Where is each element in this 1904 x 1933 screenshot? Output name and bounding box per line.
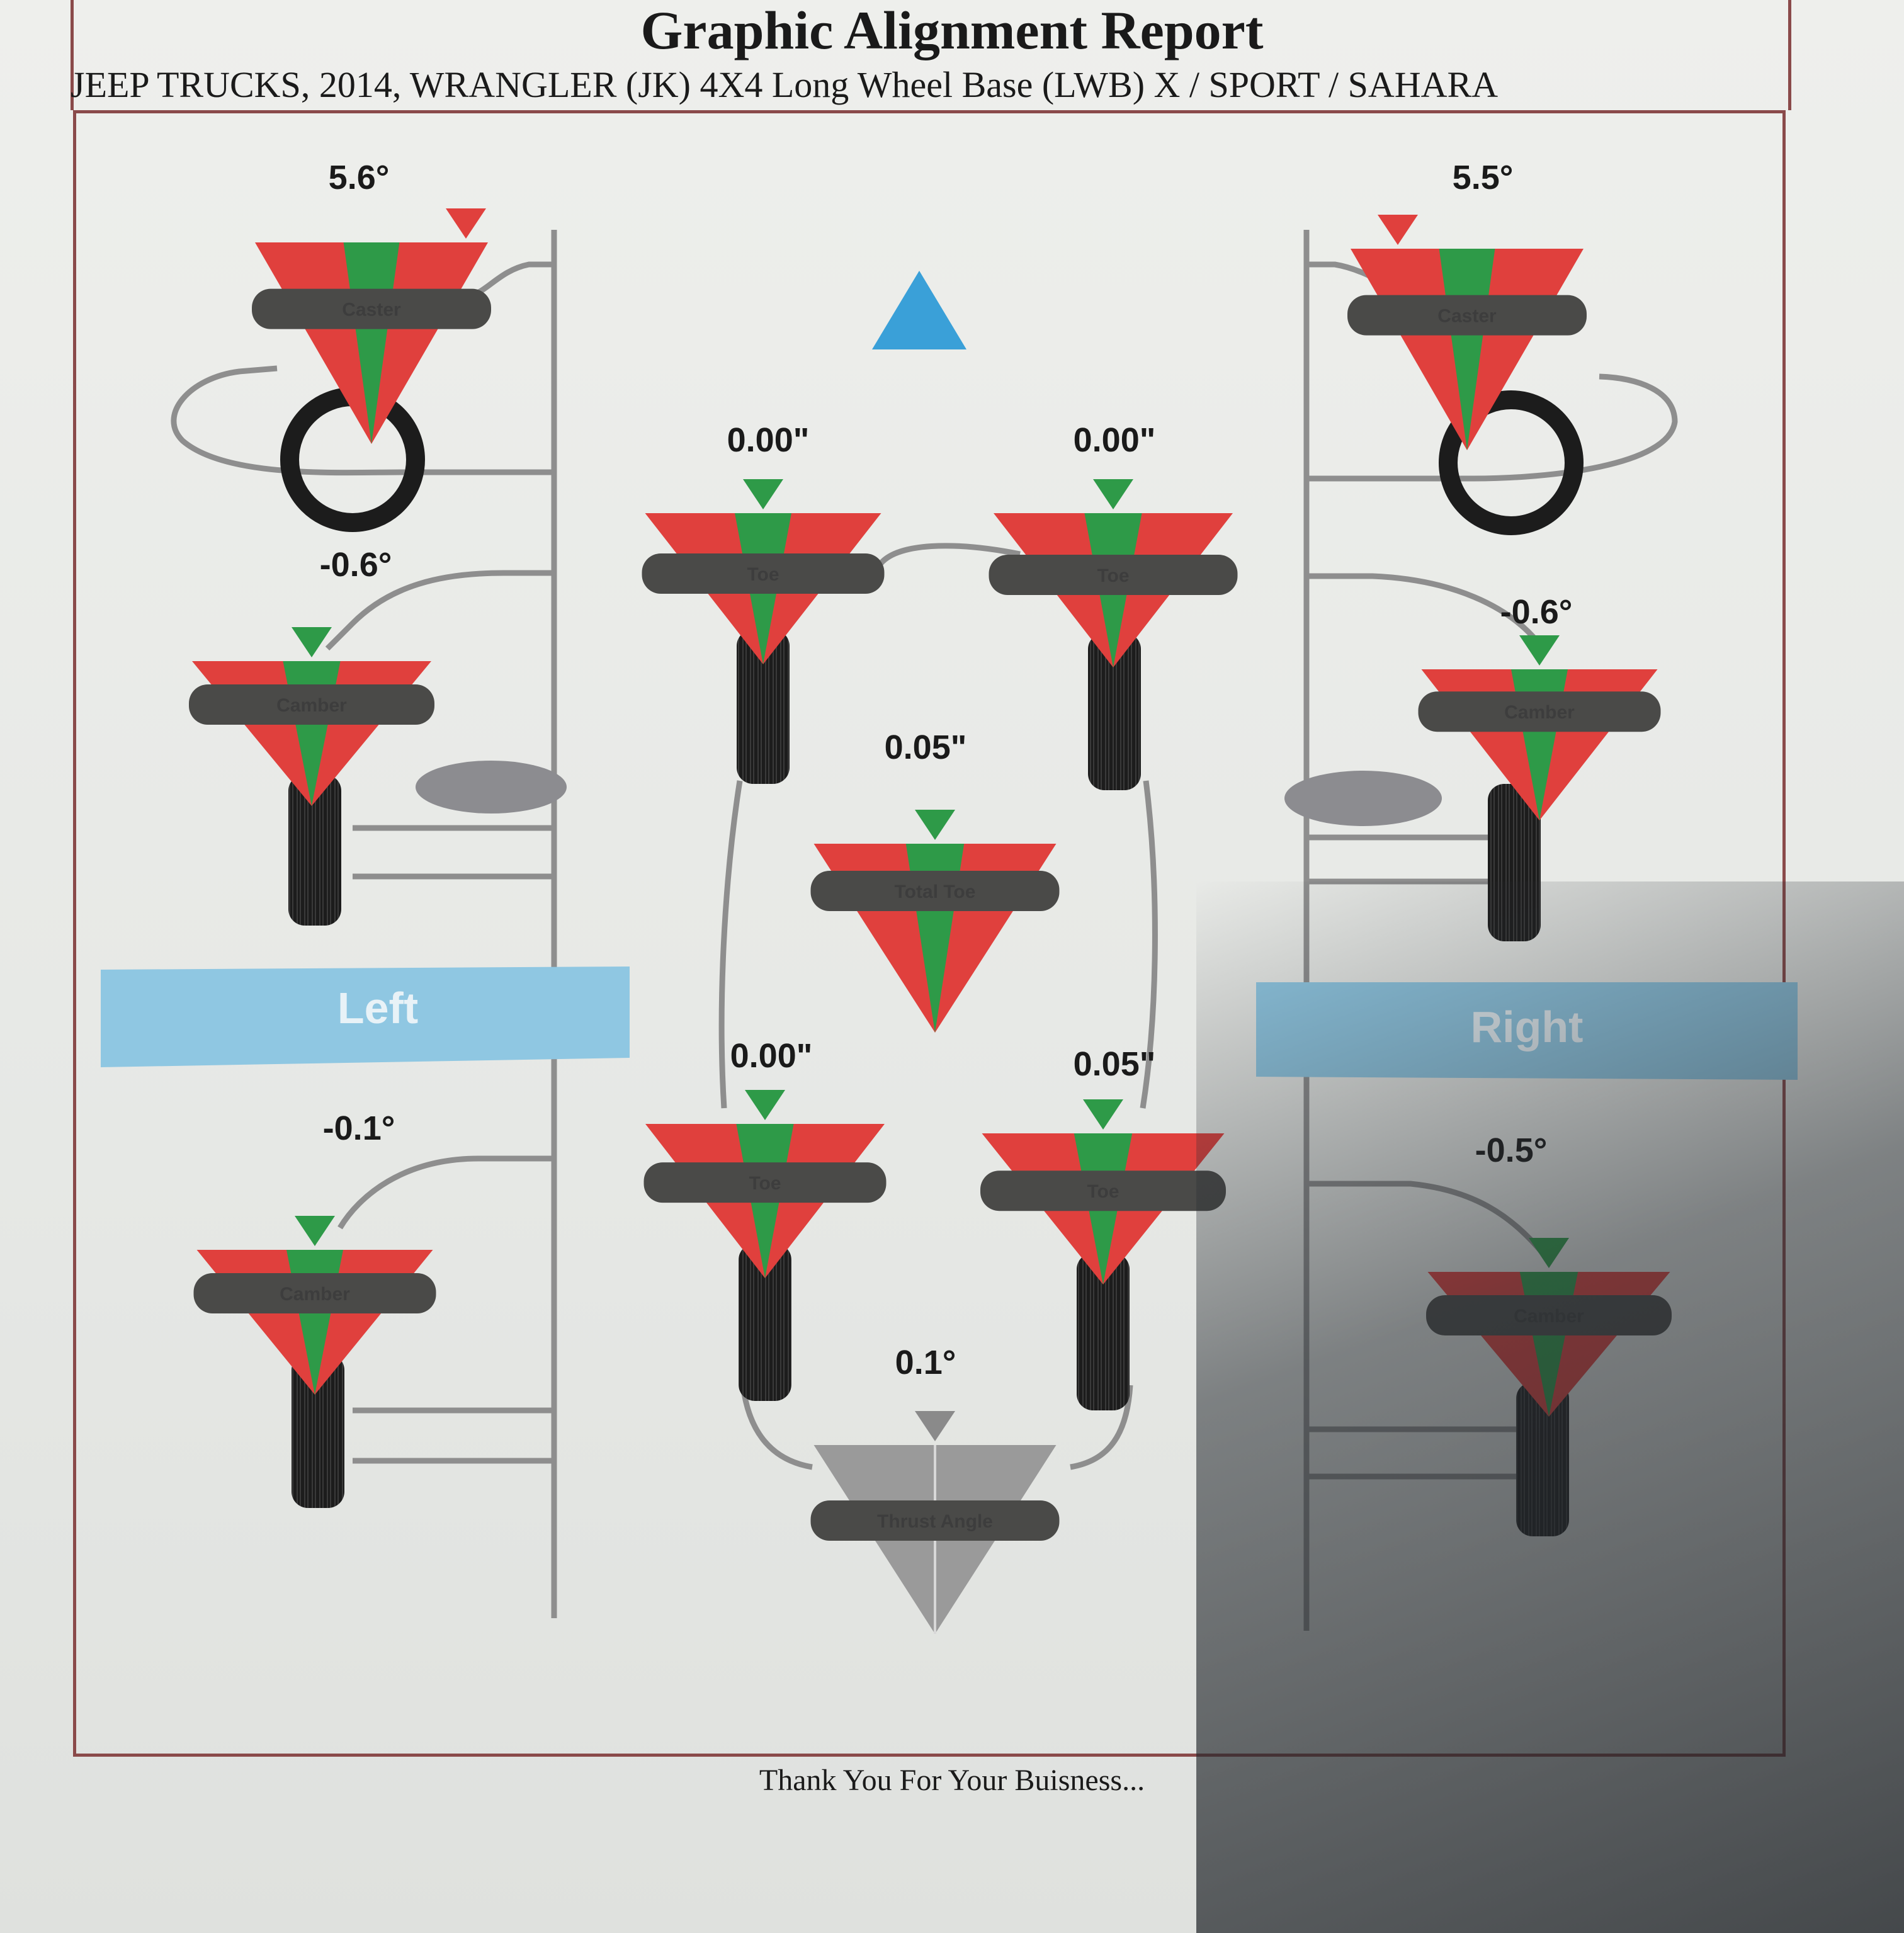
gauge-label: Toe bbox=[1087, 1181, 1119, 1202]
gauge-label: Camber bbox=[1514, 1306, 1584, 1327]
front-left-toe-gauge: Toe bbox=[642, 479, 885, 664]
reading-marker bbox=[292, 627, 332, 657]
gauge-label: Camber bbox=[276, 695, 347, 716]
rear-left-toe-value: 0.00" bbox=[730, 1037, 813, 1075]
front-left-toe-value: 0.00" bbox=[727, 421, 810, 459]
gauge-bar bbox=[1418, 691, 1661, 732]
rear-right-toe-value: 0.05" bbox=[1074, 1045, 1156, 1083]
rear-left-toe-gauge: Toe bbox=[643, 1090, 887, 1278]
gauge-label: Toe bbox=[749, 1173, 781, 1194]
front-left-camber-tire bbox=[288, 774, 341, 926]
front-right-camber-value: -0.6° bbox=[1500, 593, 1573, 631]
left-side-label: Left bbox=[337, 984, 418, 1033]
gauge-label: Toe bbox=[1097, 565, 1129, 586]
reading-marker bbox=[295, 1216, 335, 1246]
gauge-label: Total Toe bbox=[895, 881, 976, 902]
reading-marker bbox=[745, 1090, 785, 1120]
gauge-label: Toe bbox=[747, 564, 779, 585]
gauge-bar bbox=[810, 1500, 1060, 1541]
reading-marker bbox=[1083, 1099, 1123, 1130]
front-right-caster-value: 5.5° bbox=[1453, 159, 1514, 196]
reading-marker bbox=[1519, 635, 1560, 666]
frame-edge-left bbox=[71, 0, 74, 110]
front-right-toe-tire bbox=[1088, 633, 1141, 790]
rear-left-camber-value: -0.1° bbox=[323, 1109, 395, 1147]
gauge-label: Camber bbox=[1504, 702, 1575, 723]
frame-edge-right bbox=[1788, 0, 1791, 110]
gauge-label: Caster bbox=[342, 300, 401, 320]
report-title: Graphic Alignment Report bbox=[640, 0, 1264, 60]
reading-marker bbox=[1378, 215, 1418, 245]
front-left-camber-value: -0.6° bbox=[320, 546, 392, 584]
gauge-label: Camber bbox=[280, 1284, 350, 1305]
right-side-banner: Right bbox=[1256, 982, 1798, 1080]
rear-right-camber-value: -0.5° bbox=[1475, 1131, 1548, 1169]
front-left-camber-gauge: Camber bbox=[189, 627, 434, 806]
front-left-caster-value: 5.6° bbox=[329, 159, 390, 196]
reading-marker bbox=[1093, 479, 1133, 509]
rear-thrust-angle-value: 0.1° bbox=[895, 1344, 956, 1381]
gauge-bar bbox=[252, 288, 491, 329]
gauge-label: Caster bbox=[1437, 306, 1497, 327]
rear-left-camber-tire bbox=[292, 1354, 344, 1508]
left-side-banner: Left bbox=[101, 966, 630, 1067]
rear-right-toe-gauge: Toe bbox=[980, 1099, 1226, 1284]
rear-left-camber-gauge: Camber bbox=[193, 1216, 436, 1395]
gauge-bar bbox=[989, 555, 1238, 595]
front-right-tire bbox=[1439, 390, 1584, 535]
reading-marker bbox=[743, 479, 783, 509]
gauge-bar bbox=[1347, 295, 1587, 336]
reading-marker bbox=[915, 1411, 955, 1441]
gauge-bar bbox=[643, 1162, 887, 1203]
report-footer: Thank You For Your Buisness... bbox=[759, 1764, 1145, 1797]
vehicle-description: JEEP TRUCKS, 2014, WRANGLER (JK) 4X4 Lon… bbox=[71, 64, 1499, 105]
gauge-bar bbox=[642, 553, 885, 594]
front-right-camber-gauge: Camber bbox=[1418, 635, 1661, 820]
front-right-toe-value: 0.00" bbox=[1074, 421, 1156, 459]
rear-right-toe-tire bbox=[1077, 1253, 1130, 1410]
gauge-bar bbox=[193, 1273, 436, 1313]
reading-marker bbox=[915, 810, 955, 840]
reading-marker bbox=[1529, 1238, 1569, 1268]
front-right-caster-gauge: Caster bbox=[1347, 215, 1587, 450]
gauge-label: Thrust Angle bbox=[877, 1511, 993, 1532]
right-side-label: Right bbox=[1471, 1002, 1584, 1052]
direction-arrow-icon bbox=[872, 271, 966, 349]
front-left-caster-gauge: Caster bbox=[252, 208, 491, 444]
rear-left-toe-tire bbox=[739, 1244, 791, 1401]
gauge-bar bbox=[189, 684, 434, 725]
disc-shadow bbox=[416, 761, 567, 813]
front-left-tire bbox=[280, 387, 425, 532]
disc-shadow bbox=[1284, 771, 1442, 826]
front-total-toe-gauge: Total Toe bbox=[810, 810, 1060, 1033]
gauge-bar bbox=[810, 871, 1060, 911]
front-total-toe-value: 0.05" bbox=[885, 728, 967, 766]
rear-thrust-angle-gauge: Thrust Angle bbox=[810, 1411, 1060, 1634]
reading-marker bbox=[446, 208, 486, 239]
front-left-toe-tire bbox=[737, 630, 790, 784]
front-right-toe-gauge: Toe bbox=[989, 479, 1238, 667]
gauge-bar bbox=[980, 1171, 1226, 1211]
rear-right-camber-gauge: Camber bbox=[1426, 1238, 1672, 1417]
